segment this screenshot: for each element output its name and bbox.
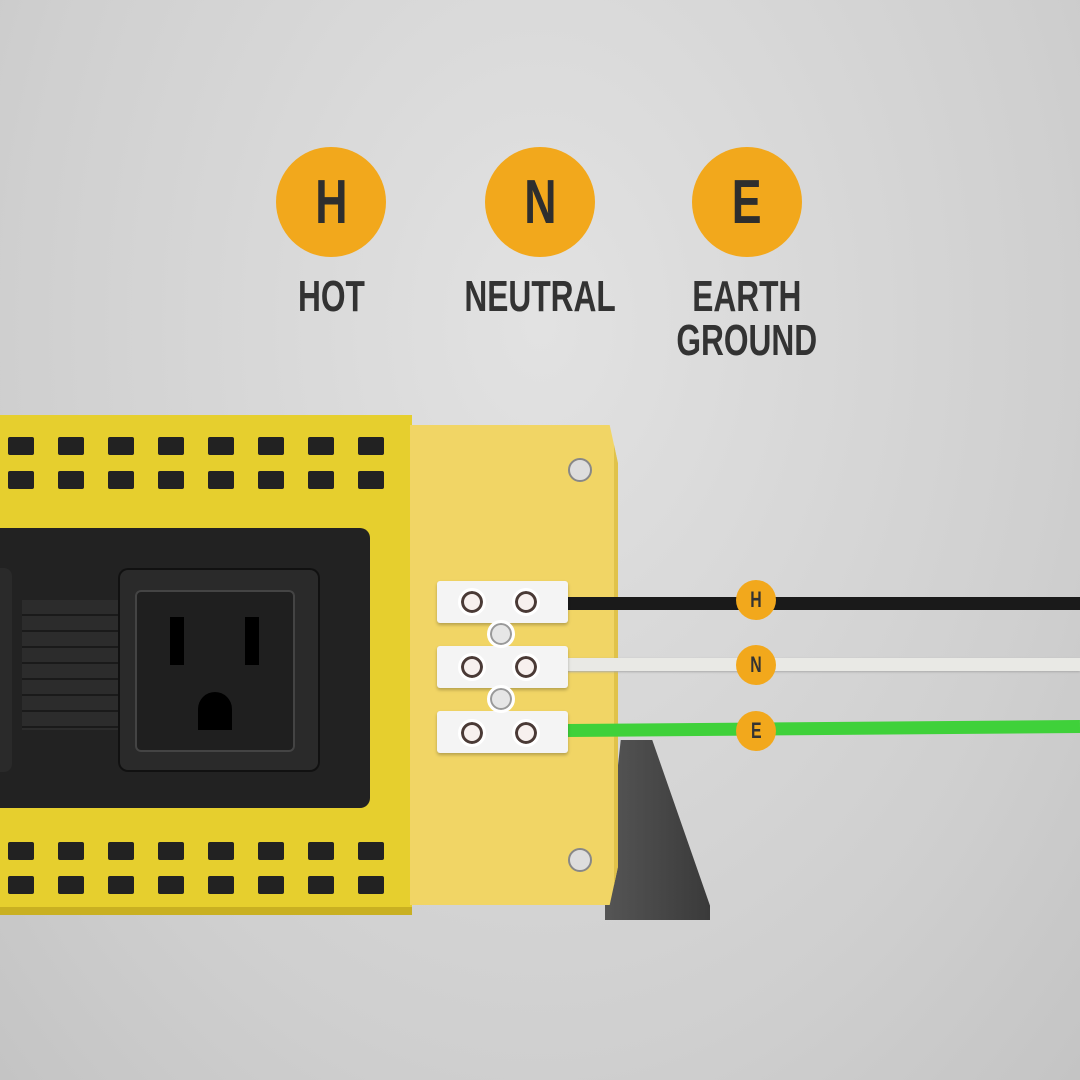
vent-slot (208, 471, 234, 489)
vent-slot (58, 842, 84, 860)
vent-slot (8, 471, 34, 489)
hot-wire-tag: H (736, 580, 776, 620)
vent-slot (58, 437, 84, 455)
vent-slot (258, 471, 284, 489)
vent-slot (158, 471, 184, 489)
vent-slot (158, 437, 184, 455)
inverter-stand (605, 740, 710, 920)
terminal-screw-icon (458, 719, 486, 747)
vent-slot (208, 876, 234, 894)
vent-slot (208, 437, 234, 455)
vent-slot (108, 471, 134, 489)
vent-slot (258, 842, 284, 860)
vent-slot (358, 437, 384, 455)
vent-slot (358, 471, 384, 489)
vent-slot (8, 876, 34, 894)
vent-slot (58, 876, 84, 894)
terminal-screw-icon (512, 588, 540, 616)
block-screw-icon (487, 685, 515, 713)
vent-slot (308, 842, 334, 860)
neutral-badge: N (485, 147, 595, 257)
vent-slot (308, 471, 334, 489)
vent-slot (258, 876, 284, 894)
left-outlet-edge (0, 568, 12, 772)
vent-slot (158, 842, 184, 860)
neutral-wire-tag: N (736, 645, 776, 685)
vent-slot (308, 876, 334, 894)
terminal-earth (437, 711, 568, 753)
hot-label: HOT (297, 272, 365, 321)
neutral-wire (567, 658, 1080, 671)
earth-badge: E (692, 147, 802, 257)
hot-letter: H (314, 167, 348, 237)
screw-icon (568, 848, 592, 872)
vent-slot (108, 842, 134, 860)
vent-slot (108, 437, 134, 455)
vent-slot (258, 437, 284, 455)
vent-slot (8, 437, 34, 455)
outlet-slot-right (245, 617, 259, 665)
vent-slot (308, 437, 334, 455)
earth-wire-tag: E (736, 711, 776, 751)
block-screw-icon (487, 620, 515, 648)
vent-slot (158, 876, 184, 894)
vent-slot (8, 842, 34, 860)
vent-slot (358, 842, 384, 860)
earth-letter: E (732, 167, 762, 237)
outlet-slot-left (170, 617, 184, 665)
terminal-neutral (437, 646, 568, 688)
terminal-screw-icon (512, 719, 540, 747)
neutral-letter: N (523, 167, 557, 237)
terminal-screw-icon (458, 588, 486, 616)
vent-slot (358, 876, 384, 894)
screw-icon (568, 458, 592, 482)
neutral-label: NEUTRAL (464, 272, 616, 321)
terminal-screw-icon (512, 653, 540, 681)
earth-wire (566, 719, 1080, 737)
outlet-ground-hole (198, 692, 232, 730)
vent-slot (108, 876, 134, 894)
panel-ribs (22, 600, 118, 730)
terminal-hot (437, 581, 568, 623)
vent-slot (208, 842, 234, 860)
vent-slot (58, 471, 84, 489)
terminal-screw-icon (458, 653, 486, 681)
hot-wire (567, 597, 1080, 610)
hot-badge: H (276, 147, 386, 257)
